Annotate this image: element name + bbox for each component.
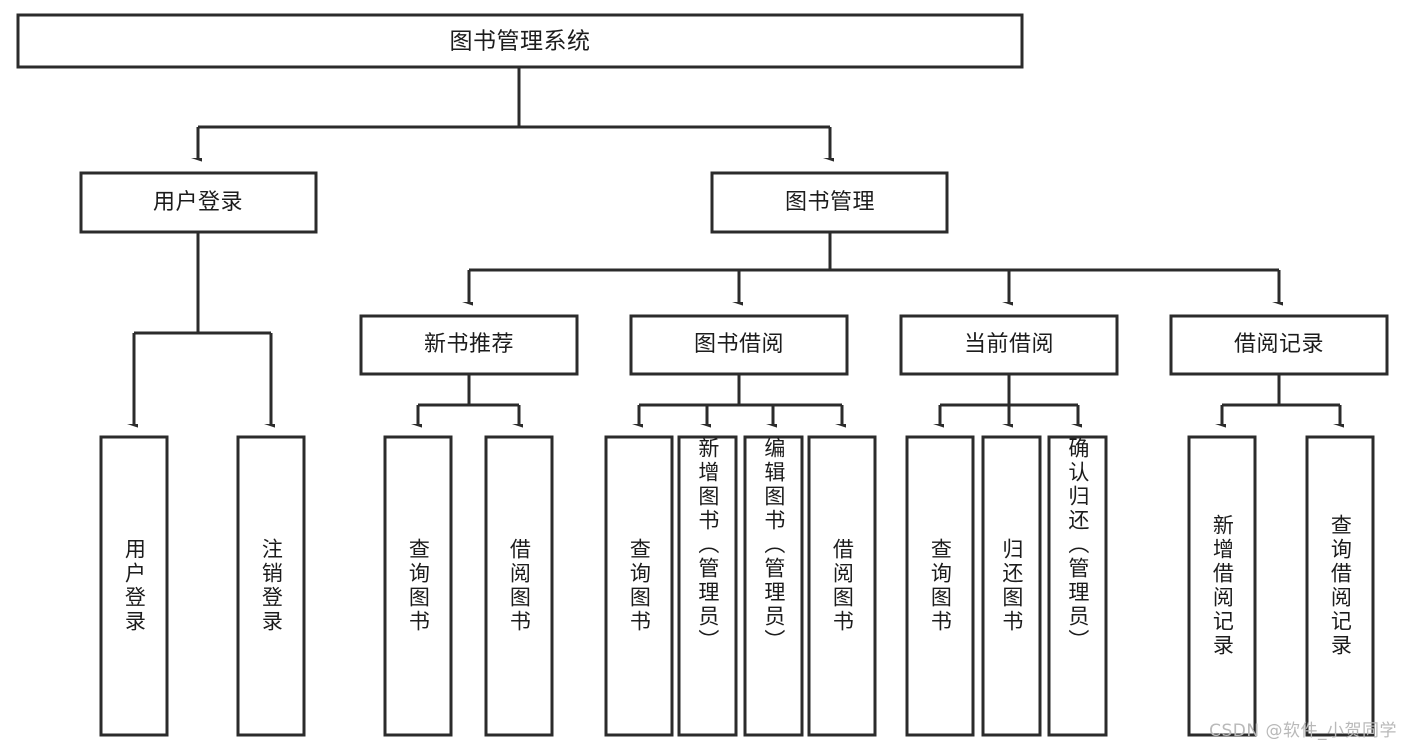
node-book-borrow-label: 图书借阅	[694, 332, 784, 357]
node-new-book-recommend[interactable]: 新书推荐	[359, 314, 579, 376]
leaf-query-book-1-box[interactable]	[383, 435, 453, 737]
leaf-logout-login-box[interactable]	[236, 435, 306, 737]
node-root-box[interactable]	[16, 13, 1024, 69]
leaf-query-book-2-box[interactable]	[604, 435, 674, 737]
node-borrow-record-box[interactable]	[1169, 314, 1389, 376]
watermark-text: CSDN @软件_小贺同学	[1209, 721, 1397, 741]
leaf-edit-book-box[interactable]	[743, 435, 804, 737]
leaf-confirm-return-box[interactable]	[1047, 435, 1108, 737]
node-current-borrow-label: 当前借阅	[964, 332, 1054, 357]
node-user-login-box[interactable]	[79, 171, 318, 234]
node-book-borrow[interactable]: 图书借阅	[629, 314, 849, 376]
node-user-login-label: 用户登录	[153, 190, 243, 215]
connectors-root-to-level2	[198, 67, 830, 158]
connectors-book-manage-to-level3	[469, 232, 1279, 302]
leaf-query-record-box[interactable]	[1305, 435, 1375, 737]
node-user-login[interactable]: 用户登录	[79, 171, 318, 234]
leaf-query-book-3-box[interactable]	[905, 435, 975, 737]
leaf-add-record-box[interactable]	[1187, 435, 1257, 737]
leaf-add-book-box[interactable]	[677, 435, 738, 737]
node-book-manage[interactable]: 图书管理	[710, 171, 949, 234]
node-root-label: 图书管理系统	[450, 29, 591, 55]
leaf-boxes	[99, 435, 1375, 737]
node-current-borrow[interactable]: 当前借阅	[899, 314, 1119, 376]
node-new-book-recommend-box[interactable]	[359, 314, 579, 376]
connectors-book-borrow-to-leaves	[639, 374, 842, 424]
node-book-manage-box[interactable]	[710, 171, 949, 234]
leaf-return-book-box[interactable]	[981, 435, 1042, 737]
leaf-user-login-box[interactable]	[99, 435, 169, 737]
connectors-current-borrow-to-leaves	[940, 374, 1078, 424]
connectors-user-login-to-leaves	[134, 232, 271, 424]
node-borrow-record[interactable]: 借阅记录	[1169, 314, 1389, 376]
connectors-borrow-record-to-leaves	[1222, 374, 1340, 424]
node-borrow-record-label: 借阅记录	[1234, 332, 1324, 357]
node-new-book-recommend-label: 新书推荐	[424, 332, 514, 357]
node-book-manage-label: 图书管理	[785, 190, 875, 215]
node-current-borrow-box[interactable]	[899, 314, 1119, 376]
leaf-borrow-book-2-box[interactable]	[807, 435, 877, 737]
node-book-borrow-box[interactable]	[629, 314, 849, 376]
leaf-borrow-book-1-box[interactable]	[484, 435, 554, 737]
node-root[interactable]: 图书管理系统	[16, 13, 1024, 69]
connectors-new-book-recommend-to-leaves	[418, 374, 519, 424]
